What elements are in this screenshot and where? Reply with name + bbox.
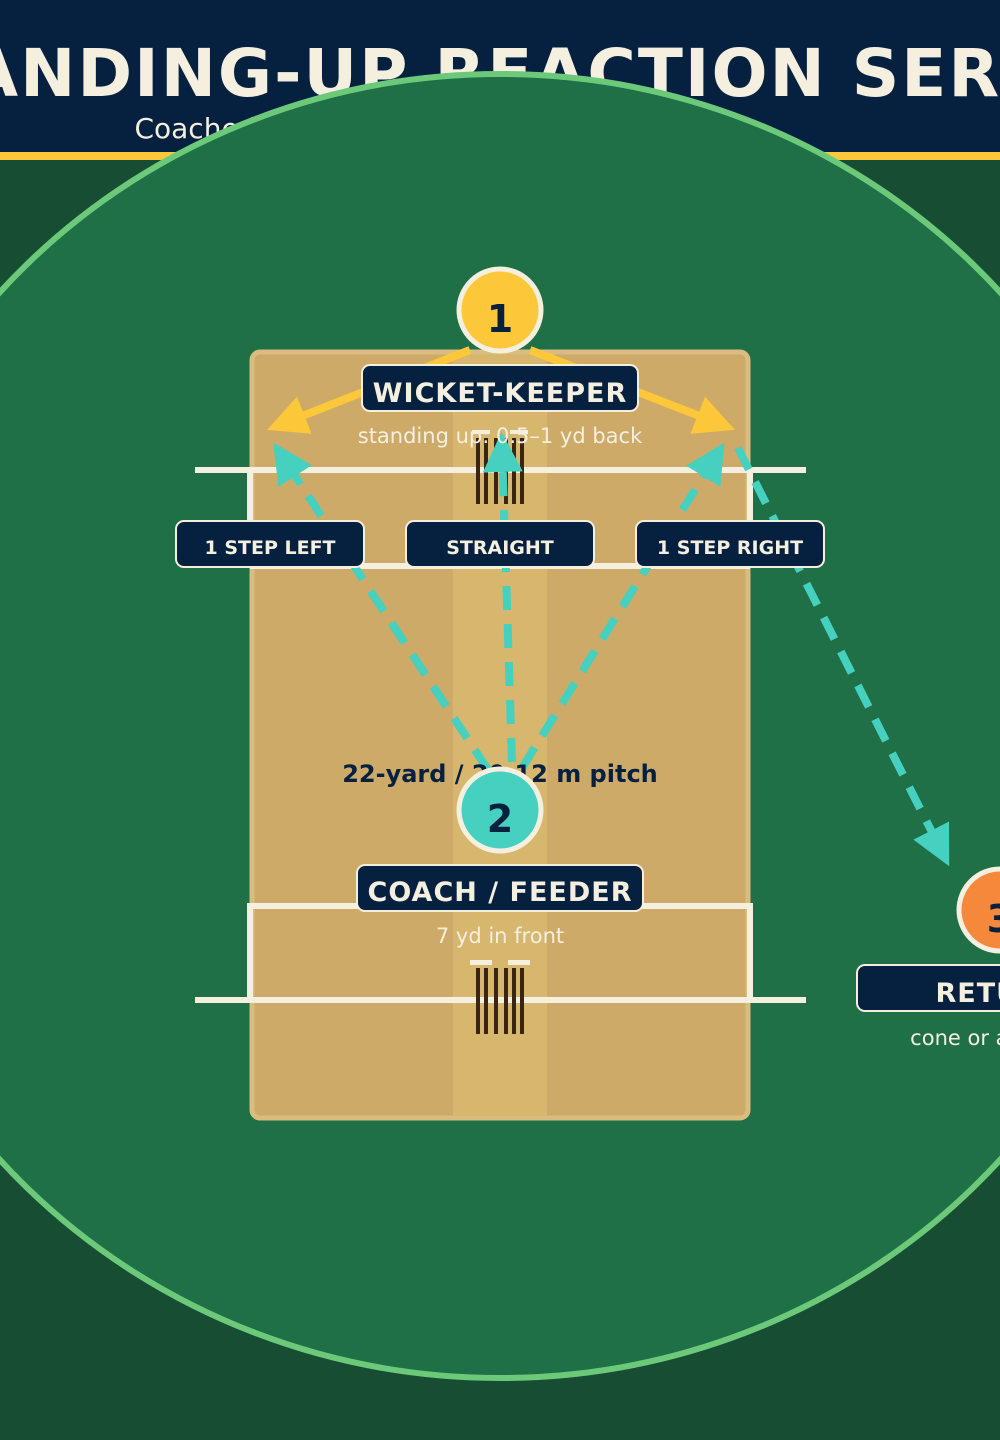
feed-arrows <box>273 432 950 867</box>
keeper-marker: 1 <box>456 266 544 354</box>
feed-arrow-right <box>518 442 725 771</box>
coach-note: 7 yd in front <box>436 924 564 948</box>
return-number: 3 <box>987 897 1000 941</box>
return-note: cone or assistant <box>910 1026 1000 1050</box>
keeper-label: WICKET-KEEPER <box>373 378 628 409</box>
feed-label-left: 1 STEP LEFT <box>175 520 365 568</box>
keeper-number: 1 <box>487 297 513 341</box>
feed-label-straight: STRAIGHT <box>405 520 595 568</box>
coach-label-box: COACH / FEEDER <box>356 864 644 912</box>
feed-arrow-straight <box>482 432 523 763</box>
stumps-bottom-icon <box>470 960 530 1034</box>
feed-arrow-left <box>273 442 492 773</box>
keeper-note: standing up: 0.5–1 yd back <box>358 424 643 448</box>
return-label-box: RETURN <box>856 964 1000 1012</box>
svg-text:1 STEP LEFT: 1 STEP LEFT <box>204 537 335 559</box>
return-label: RETURN <box>936 978 1000 1009</box>
svg-text:STRAIGHT: STRAIGHT <box>446 537 554 559</box>
feed-label-right: 1 STEP RIGHT <box>635 520 825 568</box>
svg-text:1 STEP RIGHT: 1 STEP RIGHT <box>657 537 803 559</box>
keeper-label-box: WICKET-KEEPER <box>361 364 639 412</box>
return-marker: 3 <box>956 866 1000 954</box>
coach-marker: 2 <box>456 766 544 854</box>
coach-label: COACH / FEEDER <box>368 877 633 908</box>
coach-number: 2 <box>487 797 513 841</box>
